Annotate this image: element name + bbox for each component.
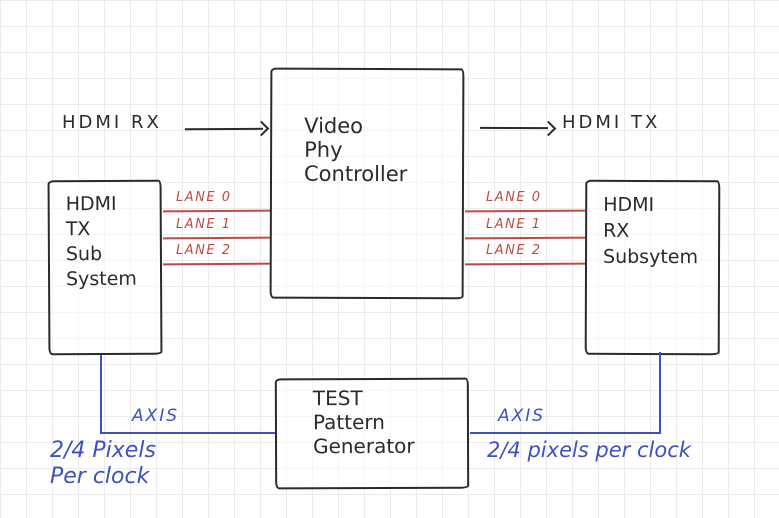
lane0-left-label: LANE 0 bbox=[176, 190, 232, 205]
hdmi-rx-subsystem-text: HDMI bbox=[603, 193, 655, 217]
hdmi-tx-subsystem-text: HDMI bbox=[65, 192, 117, 216]
lane1-right-line bbox=[464, 236, 586, 240]
lane1-right-label: LANE 1 bbox=[486, 217, 542, 232]
test-pattern-generator-box: TEST Pattern Generator bbox=[274, 377, 470, 490]
hdmi-tx-subsystem-text: Sub bbox=[65, 243, 103, 266]
axis-left-hline bbox=[100, 432, 275, 434]
video-phy-controller-box: Video Phy Controller bbox=[269, 67, 465, 300]
video-phy-controller-text: Controller bbox=[303, 161, 408, 187]
lane2-right-label: LANE 2 bbox=[486, 243, 542, 258]
lane1-left-label: LANE 1 bbox=[176, 217, 232, 232]
lane0-right-label: LANE 0 bbox=[486, 190, 542, 205]
lane0-left-line bbox=[162, 209, 271, 213]
axis-right-label: AXIS bbox=[498, 406, 546, 426]
lane0-right-line bbox=[464, 209, 586, 213]
hdmi-tx-arrowhead-icon bbox=[540, 120, 557, 137]
test-pattern-generator-text: Pattern bbox=[312, 409, 385, 435]
hdmi-tx-subsystem-text: System bbox=[66, 267, 137, 291]
video-phy-controller-text: Video bbox=[304, 113, 364, 138]
pixels-per-clock-right-label: 2/4 pixels per clock bbox=[487, 438, 691, 462]
axis-left-label: AXIS bbox=[132, 406, 180, 426]
axis-right-vline bbox=[659, 352, 661, 433]
hdmi-tx-label: HDMI TX bbox=[562, 112, 661, 133]
hdmi-tx-arrow-line bbox=[479, 126, 549, 130]
lane1-left-line bbox=[162, 236, 271, 240]
hdmi-tx-subsystem-text: TX bbox=[65, 218, 91, 241]
lane2-left-label: LANE 2 bbox=[176, 243, 232, 258]
test-pattern-generator-text: TEST bbox=[312, 386, 363, 411]
pixels-per-clock-left-label-line2: Per clock bbox=[50, 464, 150, 489]
axis-left-vline bbox=[100, 355, 102, 433]
test-pattern-generator-text: Generator bbox=[313, 433, 415, 459]
hdmi-rx-arrow-line bbox=[184, 127, 264, 131]
hdmi-tx-subsystem-box: HDMI TX Sub System bbox=[47, 179, 163, 356]
axis-right-hline bbox=[470, 432, 661, 434]
video-phy-controller-text: Phy bbox=[304, 137, 343, 162]
pixels-per-clock-left-label-line1: 2/4 Pixels bbox=[50, 438, 156, 463]
hdmi-rx-subsystem-box: HDMI RX Subsytem bbox=[584, 179, 721, 356]
hdmi-rx-label: HDMI RX bbox=[62, 112, 162, 133]
hdmi-rx-subsystem-text: RX bbox=[603, 219, 630, 242]
lane2-right-line bbox=[464, 262, 586, 266]
hdmi-rx-arrowhead-icon bbox=[253, 120, 270, 137]
hdmi-rx-subsystem-text: Subsytem bbox=[602, 245, 699, 269]
lane2-left-line bbox=[162, 262, 271, 266]
